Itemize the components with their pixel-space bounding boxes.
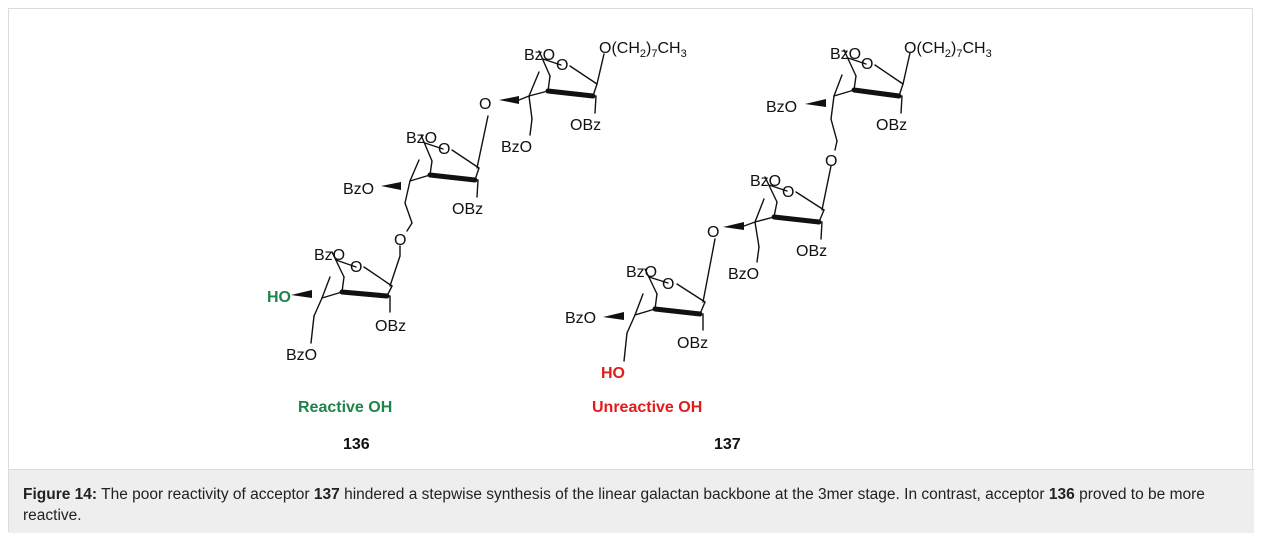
glycosidic-oxygen: O [707,224,719,241]
galf-unit-137-middle [723,165,832,263]
galf-unit-137-bottom [603,238,716,362]
caption-text: hindered a stepwise synthesis of the lin… [339,486,1049,503]
compound-ref: 136 [1048,486,1075,503]
figure-caption: Figure 14: The poor reactivity of accept… [9,469,1254,533]
ring-oxygen: O [556,57,568,74]
glycosidic-oxygen: O [825,153,837,170]
bzo-label: BzO [626,264,657,281]
galf-unit-137-top [805,49,911,151]
bzo-label: BzO [750,173,781,190]
chemical-scheme: BzO O OBz HO BzO O [267,40,992,453]
glycosidic-oxygen: O [479,96,491,113]
bzo-label: BzO [286,347,317,364]
reactive-hydroxyl: HO [267,289,291,306]
obz-label: OBz [876,117,907,134]
obz-label: OBz [375,318,406,335]
galf-unit-136-middle [381,115,489,232]
ring-oxygen: O [861,56,873,73]
bzo-label: BzO [565,310,596,327]
caption-text: The poor reactivity of acceptor [97,486,314,503]
unreactive-hydroxyl: HO [601,365,625,382]
caption-label: Figure 14: [23,486,98,503]
caption-text: proved to be more reactive. [23,486,1205,524]
galf-unit-136-bottom [291,245,401,344]
galf-unit-136-top [499,50,605,136]
bzo-label: BzO [501,139,532,156]
aglycone-label: O(CH2)7CH3 [599,40,687,60]
bzo-label: BzO [830,46,861,63]
obz-label: OBz [570,117,601,134]
compound-number: 137 [714,436,741,453]
bzo-label: BzO [314,247,345,264]
ring-oxygen: O [350,259,362,276]
obz-label: OBz [677,335,708,352]
ring-oxygen: O [782,184,794,201]
compound-137-structure: BzO O OBz BzO HO O [565,40,992,453]
ring-oxygen: O [438,141,450,158]
reactive-oh-note: Reactive OH [298,399,392,416]
glycosidic-oxygen: O [394,232,406,249]
bzo-label: BzO [406,130,437,147]
obz-label: OBz [452,201,483,218]
bzo-label: BzO [343,181,374,198]
compound-number: 136 [343,436,370,453]
compound-136-structure: BzO O OBz HO BzO O [267,40,687,453]
figure-panel: BzO O OBz HO BzO O [8,8,1254,533]
unreactive-oh-note: Unreactive OH [592,399,702,416]
obz-label: OBz [796,243,827,260]
bzo-label: BzO [728,266,759,283]
compound-ref: 137 [313,486,340,503]
aglycone-label: O(CH2)7CH3 [904,40,992,60]
bzo-label: BzO [524,47,555,64]
bzo-label: BzO [766,99,797,116]
ring-oxygen: O [662,276,674,293]
